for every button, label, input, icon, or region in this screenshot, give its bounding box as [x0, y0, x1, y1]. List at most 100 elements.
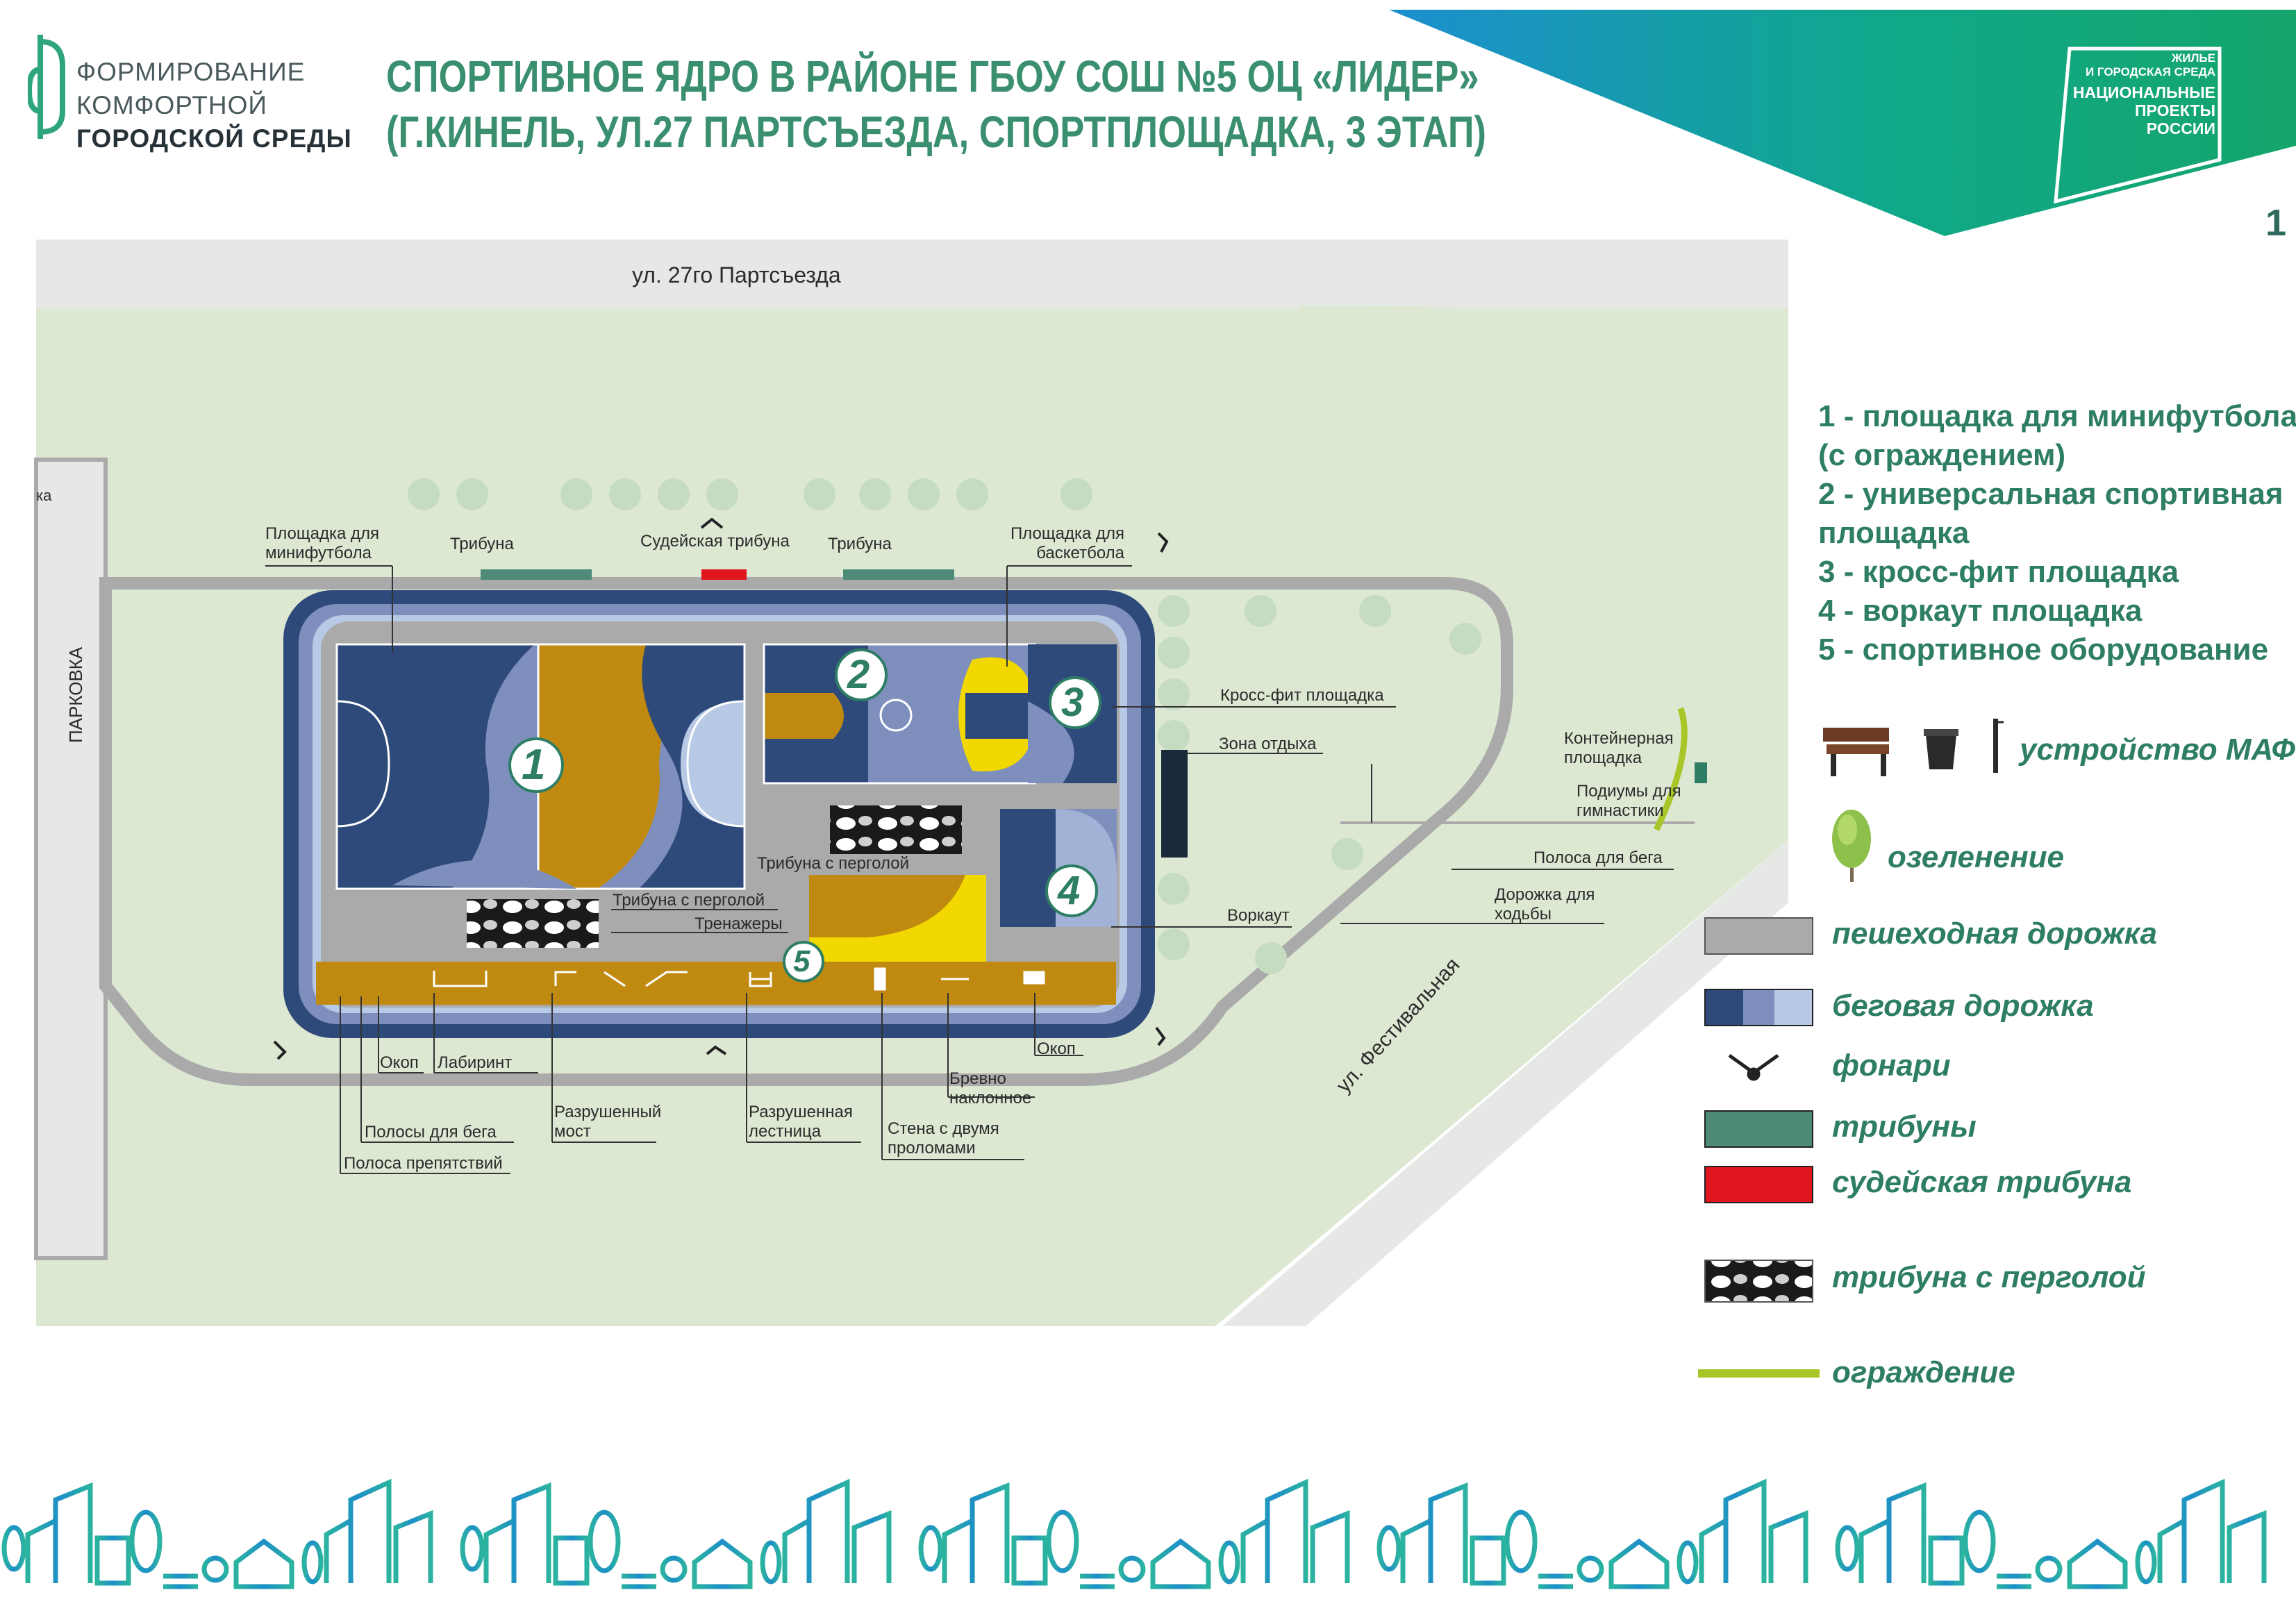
- footer-cityscape-ornament: [1, 1478, 2296, 1597]
- label-basketball-1: Площадка для: [1010, 524, 1125, 543]
- label-running-strip: Полоса для бега: [1533, 848, 1663, 867]
- page-title: СПОРТИВНОЕ ЯДРО В РАЙОНЕ ГБОУ СОШ №5 ОЦ …: [386, 49, 1486, 160]
- walking-path: [99, 577, 1513, 1086]
- label-wall: Стена с двумя проломами: [888, 1119, 999, 1158]
- badge-small-1: ЖИЛЬЕ: [2171, 51, 2215, 65]
- fence-line: [1653, 707, 1688, 831]
- zone-number-4: 4: [1058, 868, 1081, 913]
- label-labyrinth: Лабиринт: [438, 1053, 513, 1072]
- label-judge-tribune: Судейская трибуна: [640, 532, 790, 551]
- pergola-swatch: [1704, 1260, 1813, 1303]
- diagonal-road: [1222, 840, 1788, 1326]
- tribune-swatch: [1704, 1110, 1813, 1148]
- legend-fence: ограждение: [1832, 1355, 2015, 1389]
- label-log: Бревно наклонное: [949, 1069, 1031, 1108]
- street-label-top: ул. 27го Партсъезда: [632, 262, 841, 287]
- tree-icon: [1832, 810, 1871, 882]
- badge-small-2: И ГОРОДСКАЯ СРЕДА: [2085, 65, 2215, 78]
- tribune-right: [843, 569, 954, 580]
- badge-big-2: ПРОЕКТЫ: [2135, 101, 2215, 119]
- legend-item-5: 5 - спортивное оборудование: [1818, 633, 2269, 667]
- legend-item-2b: площадка: [1818, 516, 1970, 550]
- legend-track: беговая дорожка: [1832, 989, 2094, 1023]
- legend-pergola: трибуна с перголой: [1832, 1260, 2146, 1294]
- page-number: 1: [2265, 202, 2287, 244]
- brand-line-3: ГОРОДСКОЙ СРЕДЫ: [76, 124, 352, 153]
- label-ruined-stairs-1: Разрушенная: [749, 1103, 853, 1121]
- legend-item-4: 4 - воркаут площадка: [1818, 594, 2143, 628]
- judge-swatch: [1704, 1166, 1813, 1203]
- legend-greening: озеленение: [1888, 840, 2064, 874]
- label-trainers: Тренажеры: [694, 914, 783, 933]
- judge-tribune: [701, 569, 747, 580]
- zone-number-1: 1: [522, 741, 546, 789]
- track-swatch: [1704, 989, 1813, 1026]
- label-log-1: Бревно: [949, 1069, 1006, 1088]
- legend-item-1: 1 - площадка для минифутбола: [1818, 399, 2296, 433]
- zone-markers: [508, 649, 1101, 983]
- tree-row: [408, 478, 1481, 974]
- badge-big-1: НАЦИОНАЛЬНЫЕ: [2072, 83, 2215, 101]
- label-ruined-stairs-2: лестница: [749, 1122, 822, 1141]
- pergola-2: [467, 899, 599, 948]
- label-workout: Воркаут: [1227, 906, 1290, 925]
- label-pergola-2: Трибуна с перголой: [613, 891, 765, 910]
- legend-maf: устройство МАФ: [2020, 733, 2295, 767]
- post-icon: [1993, 719, 2004, 773]
- obstacle-strip: [316, 962, 1116, 1005]
- label-podiums: Подиумы для гимнастики: [1577, 782, 1681, 821]
- label-walking-path-2: ходьбы: [1495, 905, 1552, 923]
- label-basketball: Площадка для баскетбола: [1010, 524, 1124, 563]
- zone-number-2: 2: [847, 652, 870, 697]
- brand-line-1: ФОРМИРОВАНИЕ: [76, 58, 306, 86]
- label-running-lanes: Полосы для бега: [365, 1123, 497, 1142]
- label-container-1: Контейнерная: [1564, 729, 1674, 748]
- label-container: Контейнерная площадка: [1564, 729, 1674, 768]
- national-projects-logo: ЖИЛЬЕ И ГОРОДСКАЯ СРЕДА НАЦИОНАЛЬНЫЕ ПРО…: [2070, 51, 2215, 137]
- label-walking-path-1: Дорожка для: [1495, 885, 1595, 904]
- label-wall-1: Стена с двумя: [888, 1119, 999, 1138]
- brand-name: ФОРМИРОВАНИЕ КОМФОРТНОЙ ГОРОДСКОЙ СРЕДЫ: [76, 56, 352, 156]
- label-tribune-left: Трибуна: [450, 535, 514, 553]
- label-ruined-bridge: Разрушенный мост: [554, 1103, 661, 1142]
- label-log-2: наклонное: [949, 1089, 1032, 1107]
- label-obstacle-course: Полоса препятствий: [344, 1154, 503, 1173]
- title-line-2: (Г.КИНЕЛЬ, УЛ.27 ПАРТСЪЕЗДА, СПОРТПЛОЩАД…: [386, 107, 1487, 157]
- bin-icon: [1924, 729, 1958, 769]
- pergola-1: [830, 805, 962, 854]
- legend-numbered-list: 1 - площадка для минифутбола (с огражден…: [1818, 397, 2296, 669]
- label-crossfit: Кросс-фит площадка: [1220, 686, 1384, 705]
- brand-line-2: КОМФОРТНОЙ: [76, 91, 267, 119]
- label-container-2: площадка: [1564, 749, 1642, 767]
- bench-icon: [1823, 728, 1889, 776]
- label-minifootball-2: минифутбола: [265, 544, 372, 562]
- edge-fragment-label: ка: [36, 487, 52, 504]
- tribune-left: [481, 569, 592, 580]
- label-ruined-bridge-2: мост: [554, 1122, 591, 1141]
- title-line-1: СПОРТИВНОЕ ЯДРО В РАЙОНЕ ГБОУ СОШ №5 ОЦ …: [386, 51, 1479, 101]
- label-minifootball-1: Площадка для: [265, 524, 380, 543]
- zone-number-5: 5: [793, 944, 810, 978]
- legend-lamps: фонари: [1832, 1048, 1951, 1082]
- label-rest-zone: Зона отдыха: [1219, 735, 1317, 753]
- brand-logo-icon: [28, 35, 65, 139]
- label-pergola-1: Трибуна с перголой: [757, 854, 909, 873]
- label-walking-path: Дорожка для ходьбы: [1495, 885, 1595, 924]
- label-trench-2: Окоп: [1037, 1039, 1076, 1058]
- legend-item-3: 3 - кросс-фит площадка: [1818, 555, 2179, 589]
- label-wall-2: проломами: [888, 1139, 976, 1157]
- walkway-swatch: [1704, 917, 1813, 955]
- zone-number-3: 3: [1061, 680, 1084, 725]
- rest-zone-bench: [1161, 750, 1188, 858]
- street-road: [36, 240, 1788, 309]
- label-podiums-1: Подиумы для: [1577, 782, 1681, 801]
- lamp-icon: [1728, 1053, 1779, 1081]
- label-podiums-2: гимнастики: [1577, 801, 1664, 820]
- label-trench: Окоп: [380, 1053, 419, 1072]
- label-ruined-stairs: Разрушенная лестница: [749, 1103, 853, 1142]
- legend-tribunes: трибуны: [1832, 1110, 1977, 1144]
- legend-walkway: пешеходная дорожка: [1832, 917, 2157, 951]
- label-tribune-right: Трибуна: [828, 535, 892, 553]
